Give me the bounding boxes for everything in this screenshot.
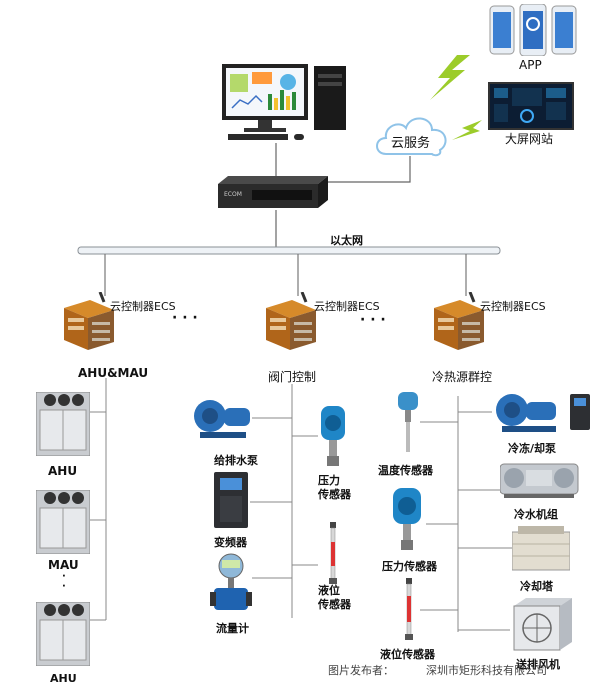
exhaust-fan-label: 送排风机 — [516, 658, 560, 671]
cooling-tower-label: 冷却塔 — [520, 580, 553, 593]
chiller-unit-label: 冷水机组 — [514, 508, 558, 521]
bigscreen-label: 大屏网站 — [505, 132, 554, 146]
chilled-pump-label: 冷冻/却泵 — [508, 442, 557, 455]
level-sensor-text-1: 液位 传感器 — [318, 584, 351, 611]
controller-ecs-3 — [430, 292, 486, 354]
ethernet-label: 以太网 — [330, 234, 363, 247]
controller-group-1: AHU&MAU — [78, 366, 149, 380]
water-pump-label: 给排水泵 — [214, 454, 258, 467]
level-sensor-icon-2 — [402, 578, 416, 640]
mobile-app-phones — [488, 4, 578, 56]
network-switch: ECOM — [218, 176, 328, 210]
controller-ecs-1 — [60, 292, 116, 354]
cloud-service-icon — [372, 110, 452, 160]
flow-meter-icon — [210, 552, 252, 616]
ahu-dots: ·· — [62, 571, 66, 592]
pressure-sensor-icon-1 — [318, 406, 348, 470]
app-label: APP — [519, 58, 542, 72]
flow-meter-label: 流量计 — [216, 622, 249, 635]
credit-prefix: 图片发布者： — [328, 664, 394, 677]
bigscreen-display — [488, 82, 574, 130]
controller-name-1: 云控制器ECS — [110, 300, 176, 313]
ahu-unit-1 — [36, 392, 90, 456]
temperature-sensor-label: 温度传感器 — [378, 464, 433, 477]
pressure-sensor-label-1: 压力 传感器 — [318, 474, 351, 502]
controller-name-2: 云控制器ECS — [314, 300, 380, 313]
temperature-sensor-icon — [394, 392, 422, 454]
cloud-service-label: 云服务 — [391, 136, 431, 151]
water-pump-icon — [190, 396, 254, 442]
inverter-label: 变频器 — [214, 536, 247, 549]
credit-company: 深圳市矩形科技有限公司 — [426, 664, 547, 677]
svg-text:ECOM: ECOM — [224, 191, 242, 198]
pressure-sensor-icon-2 — [390, 488, 424, 554]
ellipsis-2: · · · — [360, 312, 386, 328]
pressure-sensor-label-2: 压力传感器 — [382, 560, 437, 573]
ahu-label-1: AHU — [48, 464, 78, 478]
mau-unit — [36, 490, 90, 554]
controller-group-2: 阀门控制 — [268, 370, 317, 384]
level-sensor-icon-1 — [326, 522, 340, 584]
workstation-computer — [222, 60, 350, 142]
inverter-icon — [214, 472, 248, 528]
level-sensor-label-1: 液位 传感器 — [318, 584, 351, 612]
controller-group-3: 冷热源群控 — [432, 370, 493, 384]
pressure-sensor-text-1: 压力 传感器 — [318, 474, 351, 501]
ahu-unit-2 — [36, 602, 90, 666]
ellipsis-1: · · · — [172, 310, 198, 326]
controller-ecs-2 — [262, 292, 318, 354]
chilled-pump-icon — [492, 390, 596, 436]
controller-name-3: 云控制器ECS — [480, 300, 546, 313]
exhaust-fan-icon — [510, 598, 572, 652]
mau-label: MAU — [48, 558, 79, 572]
cooling-tower-icon — [512, 526, 570, 572]
level-sensor-label-2: 液位传感器 — [380, 648, 435, 661]
chiller-unit-icon — [500, 456, 580, 500]
ahu-label-2: AHU — [50, 672, 77, 685]
